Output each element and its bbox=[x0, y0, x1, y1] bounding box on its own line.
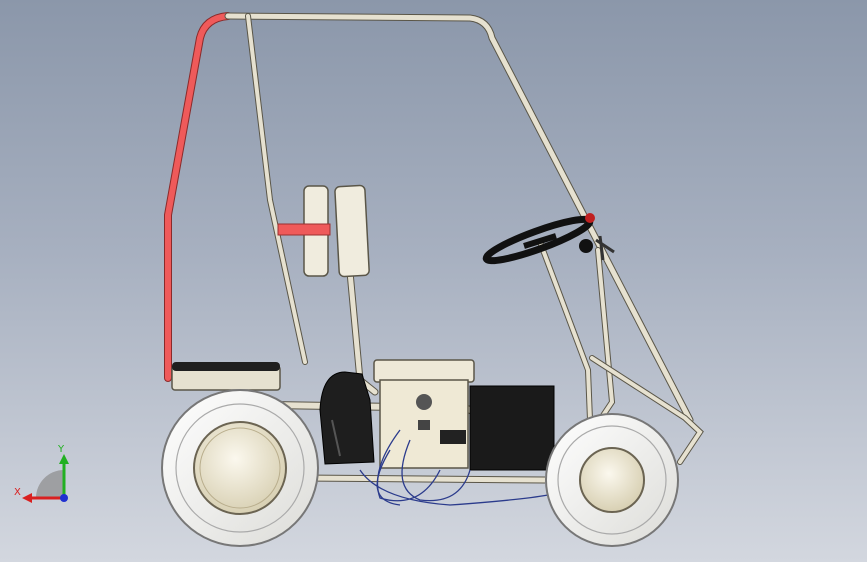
x-axis-arrow bbox=[22, 493, 32, 503]
rear-roll-bar-highlighted[interactable] bbox=[164, 12, 232, 382]
front-frame[interactable] bbox=[537, 239, 704, 465]
z-axis-dot bbox=[60, 494, 68, 502]
x-axis-label: X bbox=[14, 487, 21, 498]
rear-seat[interactable] bbox=[171, 362, 281, 391]
controller-box[interactable] bbox=[469, 385, 555, 471]
y-axis-arrow bbox=[59, 454, 69, 464]
coordinate-triad-icon: Y X bbox=[14, 444, 69, 503]
rear-wheel[interactable] bbox=[161, 389, 319, 547]
wiring-harness bbox=[359, 429, 549, 506]
triad-plane-shading bbox=[36, 470, 64, 498]
battery-pack[interactable] bbox=[319, 371, 375, 465]
seat-headrest[interactable] bbox=[277, 185, 331, 277]
y-axis-label: Y bbox=[57, 444, 65, 455]
roof-frame[interactable] bbox=[224, 12, 694, 424]
steering-wheel[interactable] bbox=[482, 213, 615, 268]
motor-housing[interactable] bbox=[373, 359, 475, 469]
front-wheel[interactable] bbox=[545, 413, 679, 547]
driver-seat-back[interactable] bbox=[334, 184, 379, 396]
